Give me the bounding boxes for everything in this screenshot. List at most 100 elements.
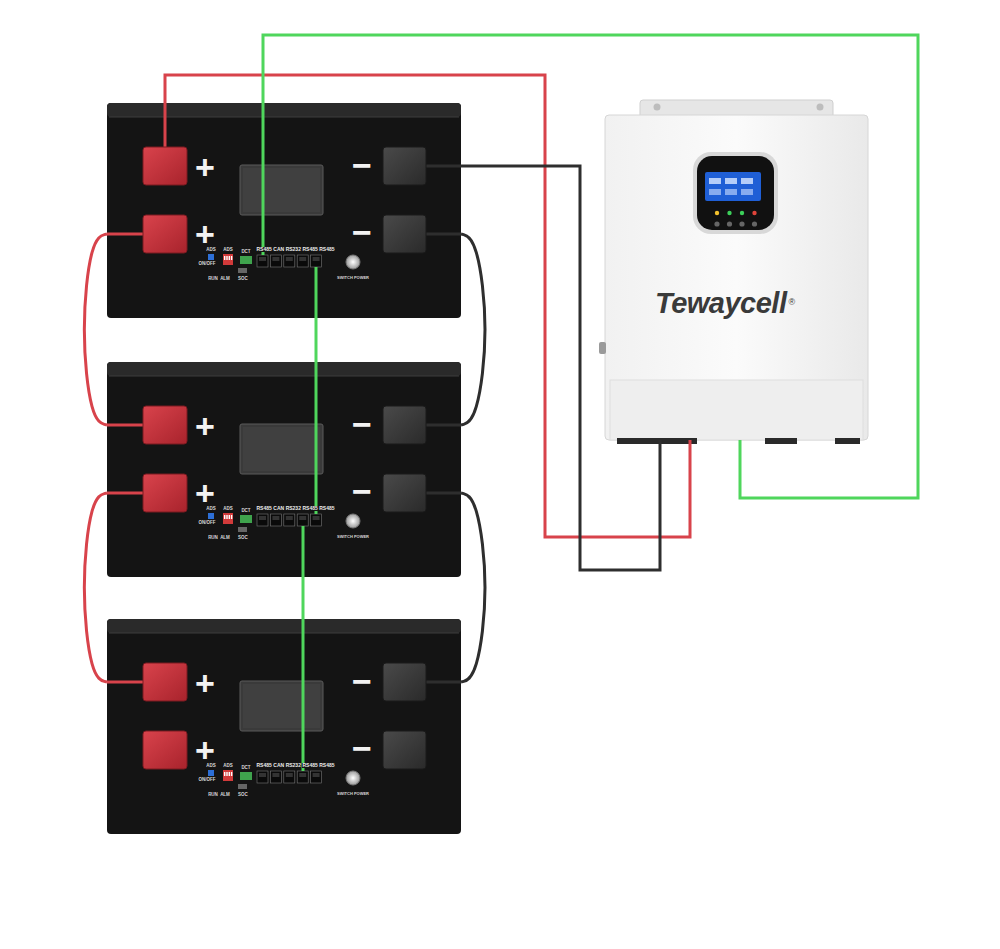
- battery-edge: [109, 117, 459, 118]
- soc-indicator: [238, 784, 247, 789]
- cable: [84, 493, 107, 682]
- address-switch: [208, 770, 214, 776]
- side-knob: [599, 342, 606, 354]
- port-contact: [272, 516, 279, 520]
- port-socket: [270, 514, 281, 526]
- dip-lever: [226, 515, 227, 519]
- cable: [461, 493, 485, 682]
- brand-name: Tewaycell: [655, 289, 786, 318]
- negative-terminal: [383, 215, 426, 253]
- lcd-screen: [705, 172, 761, 201]
- port-contact: [299, 773, 306, 777]
- cable: [461, 166, 660, 570]
- terminal-sign: +: [195, 666, 215, 700]
- wire-stub: [426, 492, 461, 495]
- button-label: SWITCH POWER: [337, 792, 369, 796]
- terminal-block: [835, 438, 860, 444]
- wire-stub: [107, 681, 143, 684]
- battery-display: [240, 424, 323, 474]
- cable: [263, 35, 918, 498]
- port-label: RS485: [302, 763, 318, 768]
- terminal-sign: +: [195, 409, 215, 443]
- lcd-digit: [725, 189, 737, 195]
- status-led: [727, 211, 731, 215]
- battery-display: [240, 165, 323, 215]
- status-led: [752, 211, 756, 215]
- port-label: RS232: [285, 763, 301, 768]
- indicator-label: SOC: [238, 277, 248, 282]
- port-label: RS485: [256, 247, 272, 252]
- wire-stub: [315, 267, 318, 318]
- port-label: RS232: [285, 506, 301, 511]
- port-label: CAN: [273, 247, 285, 252]
- terminal-sign: −: [352, 731, 372, 765]
- soc-indicator: [238, 268, 247, 273]
- port-contact: [313, 516, 320, 520]
- switch-label: ADS: [206, 507, 216, 512]
- dip-switch: [223, 513, 233, 524]
- dip-lever: [229, 772, 230, 776]
- terminal-sign: +: [195, 217, 215, 251]
- wire-stub: [426, 681, 461, 684]
- lcd-digit: [741, 189, 753, 195]
- battery-edge: [109, 633, 459, 634]
- switch-label: ADS: [223, 507, 233, 512]
- cable: [165, 75, 690, 537]
- switch-label: ON/OFF: [199, 262, 216, 267]
- negative-terminal: [383, 474, 426, 512]
- port-contact: [259, 516, 266, 520]
- cable: [302, 577, 305, 619]
- port-socket: [297, 514, 308, 526]
- battery-housing: [107, 362, 461, 577]
- indicator-label: RUN: [208, 277, 218, 282]
- cable: [84, 234, 107, 425]
- positive-terminal: [143, 147, 187, 185]
- battery-module: [107, 619, 461, 834]
- cable: [461, 234, 485, 425]
- battery-lip: [107, 362, 461, 376]
- dip-switch: [223, 770, 233, 781]
- cable: [315, 318, 318, 362]
- battery-edge: [109, 376, 459, 377]
- mounting-hole: [654, 104, 661, 111]
- port-label: RS485: [319, 506, 335, 511]
- dip-lever: [231, 256, 232, 260]
- wire-stub: [107, 424, 143, 427]
- wire-stub: [302, 526, 305, 577]
- dct-connector: [240, 515, 252, 523]
- battery-display: [240, 681, 323, 731]
- indicator-label: SOC: [238, 536, 248, 541]
- port-socket: [311, 255, 322, 267]
- dip-lever: [226, 772, 227, 776]
- indicator-label: ALM: [220, 277, 230, 282]
- port-socket: [284, 514, 295, 526]
- display-glass: [243, 684, 320, 728]
- indicator-label: RUN: [208, 793, 218, 798]
- control-button: [714, 221, 719, 226]
- indicator-label: RUN: [208, 536, 218, 541]
- indicator-label: ALM: [220, 793, 230, 798]
- wire-stub: [262, 103, 265, 255]
- control-button: [739, 221, 744, 226]
- terminal-sign: +: [195, 733, 215, 767]
- battery-housing: [107, 103, 461, 318]
- port-socket: [297, 771, 308, 783]
- control-button: [727, 221, 732, 226]
- dip-lever: [231, 515, 232, 519]
- power-button: [346, 771, 360, 785]
- status-led: [740, 211, 744, 215]
- wire-stub: [302, 619, 305, 771]
- wire-stub: [426, 424, 461, 427]
- inverter-box: Tewaycell®: [605, 115, 868, 440]
- battery-module: [107, 362, 461, 577]
- port-contact: [313, 257, 320, 261]
- power-button: [346, 255, 360, 269]
- battery-module: ++−−RS485CANRS232RS485RS485ADSON/OFFADSD…: [107, 362, 461, 577]
- positive-terminal: [143, 215, 187, 253]
- dip-lever: [224, 515, 225, 519]
- display-glass: [243, 168, 320, 212]
- terminal-sign: −: [352, 474, 372, 508]
- lcd-digit: [725, 178, 737, 184]
